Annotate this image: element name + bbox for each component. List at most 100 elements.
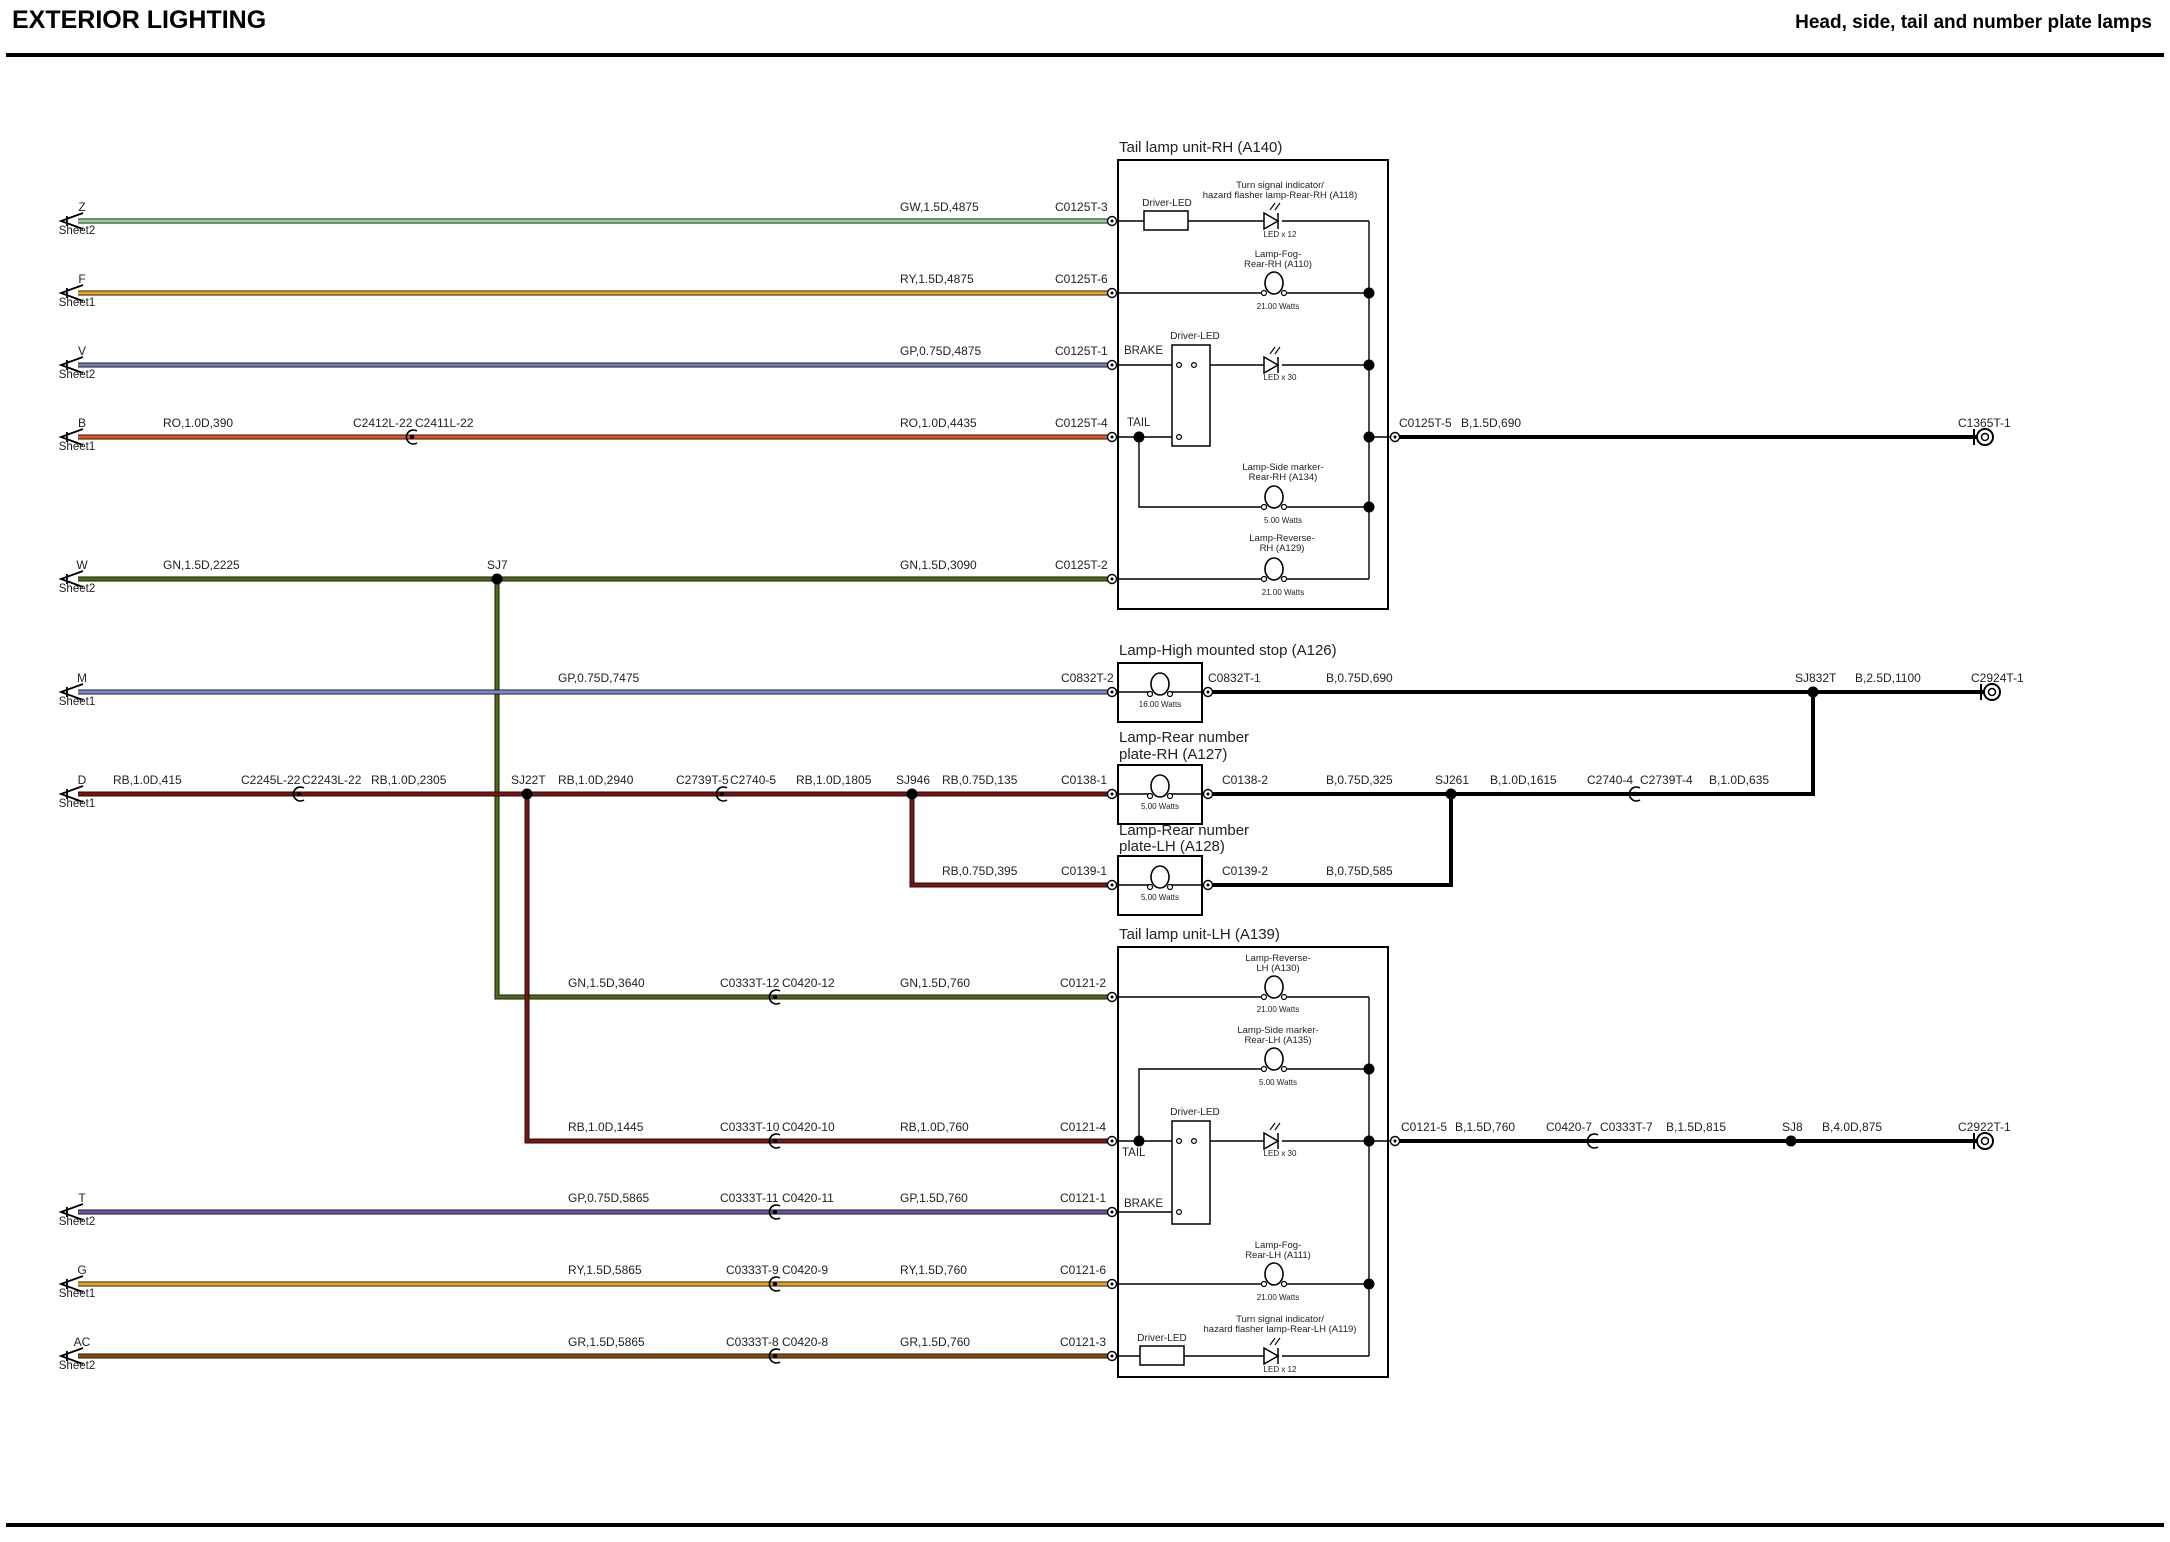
component-inner-label: 5.00 Watts [1141,893,1179,902]
wire-label: B,2.5D,1100 [1855,671,1921,685]
connector-label: C0121-5 [1401,1120,1447,1134]
wire-label: GN,1.5D,2225 [163,558,240,572]
sheet-ref-sheet: Sheet2 [59,1216,95,1228]
rh-ground-bus [1368,221,1390,579]
connector-label: C2924T-1 [1971,671,2024,685]
tail-lh-ground-pin-center [1393,1139,1397,1143]
wire-label: RB,1.0D,2940 [558,773,634,787]
rh-fog-bulb-pin-b [1280,289,1288,297]
connector-label: C0125T-4 [1055,416,1108,430]
inline-connector [772,1138,778,1144]
inline-connector-arc [1628,786,1641,802]
component-inner-label: Rear-RH (A110) [1244,259,1312,270]
connector-label: C0139-1 [1061,864,1107,878]
connector-label: C0832T-1 [1208,671,1261,685]
wire-label: B,0.75D,325 [1326,773,1393,787]
splice-dot [906,788,918,800]
lamp-pin-center [1110,883,1114,887]
inline-connector-arc [715,786,728,802]
component-inner-label: LED x 30 [1264,373,1297,382]
rh-side-marker-bulb [1264,485,1284,509]
splice-dot [1785,1135,1797,1147]
lh-bus-junction [1363,1135,1375,1147]
component-inner-label: TAIL [1127,417,1151,429]
component-inner-label: TAIL [1122,1147,1146,1159]
page-subtitle: Head, side, tail and number plate lamps [1795,12,2152,33]
component-inner-label: 5.00 Watts [1141,802,1179,811]
connector-label: C2739T-5 [676,773,729,787]
component-inner-label: Driver-LED [1170,331,1219,342]
lh-driver-pin [1175,1137,1182,1144]
connector-label: C0125T-5 [1399,416,1452,430]
component-title: Tail lamp unit-LH (A139) [1119,926,1280,943]
wire-rb-sj946 [910,794,1118,887]
sheet-ref-letter: T [78,1191,86,1205]
connector-label: C0125T-2 [1055,558,1108,572]
component-inner-label: 5.00 Watts [1259,1078,1297,1087]
component-inner-label: LED x 30 [1264,1149,1297,1158]
lh-side-marker-bulb-pin-a [1260,1065,1268,1073]
rh-fog-bulb [1264,271,1284,295]
component-inner-label: LED x 12 [1264,1365,1297,1374]
wire-label: RY,1.5D,760 [900,1263,967,1277]
component-inner-label: Lamp-Reverse- [1249,533,1314,544]
sheet-ref-sheet: Sheet2 [59,369,95,381]
sheet-ref-arrow [58,212,84,230]
wire-label: B,1.0D,635 [1709,773,1769,787]
splice-dot [521,788,533,800]
connector-label: C2739T-4 [1640,773,1693,787]
lh-driver-pin [1175,1208,1182,1215]
ground-c1365t-1-inner [1980,432,1990,442]
wire-label: RB,1.0D,415 [113,773,182,787]
connector-label: C0125T-3 [1055,200,1108,214]
inline-connector-arc [405,429,418,445]
lamp-pin-center [1110,690,1114,694]
lh-bus-junction [1363,1063,1375,1075]
sheet-ref-arrow [58,284,84,302]
component-inner-label: 5.00 Watts [1264,516,1302,525]
lh-side-marker-circuit [1138,1068,1369,1141]
component-title: plate-LH (A128) [1119,838,1225,855]
sheet-ref-sheet: Sheet1 [59,1288,95,1300]
lh-side-marker-bulb-pin-b [1280,1065,1288,1073]
wire-label: RB,0.75D,135 [942,773,1018,787]
lh-side-marker-bulb [1264,1047,1284,1071]
connector-label: C2740-4 [1587,773,1633,787]
lh-reverse-bulb-pin-a [1260,993,1268,1001]
component-inner-label: Lamp-Side marker- [1242,462,1323,473]
component-inner-label: Driver-LED [1142,198,1191,209]
rh-driver-pin [1175,362,1182,369]
component-inner-label: Driver-LED [1137,1333,1186,1344]
lh-fog-bulb-pin-b [1280,1280,1288,1288]
splice-label: SJ7 [487,558,508,572]
component-inner-label: LED x 12 [1264,230,1297,239]
connector-label: C2922T-1 [1958,1120,2011,1134]
wire-label: B,0.75D,690 [1326,671,1393,685]
connector-label: C0121-3 [1060,1335,1106,1349]
inline-connector [409,434,415,440]
lh-bus-junction [1363,1278,1375,1290]
wire-label: B,4.0D,875 [1822,1120,1882,1134]
connector-label: C0125T-1 [1055,344,1108,358]
tail-lh-pin-center [1110,1210,1114,1214]
sheet-ref-letter: Z [78,200,85,214]
connector-label: C2245L-22 [241,773,301,787]
connector-label: C0832T-2 [1061,671,1114,685]
lamp-pin-center [1206,883,1210,887]
connector-label: C0138-2 [1222,773,1268,787]
connectors-layer [58,212,2001,1365]
component-inner-label: Lamp-Side marker- [1237,1025,1318,1036]
splice-label: SJ8 [1782,1120,1803,1134]
connector-label: C0333T-7 [1600,1120,1653,1134]
splice-label: SJ832T [1795,671,1837,685]
component-inner-label: BRAKE [1124,1198,1163,1210]
tail-rh-pin-center [1110,363,1114,367]
wire-label: RB,0.75D,395 [942,864,1018,878]
component-inner-label: Lamp-Fog- [1255,249,1301,260]
rh-bus-junction [1363,359,1375,371]
sheet-ref-arrow [58,1275,84,1293]
component-title: Lamp-Rear number [1119,822,1249,839]
inline-connector-arc [1586,1133,1599,1149]
lh-brake-led [1263,1131,1280,1151]
splice-dot [1807,686,1819,698]
